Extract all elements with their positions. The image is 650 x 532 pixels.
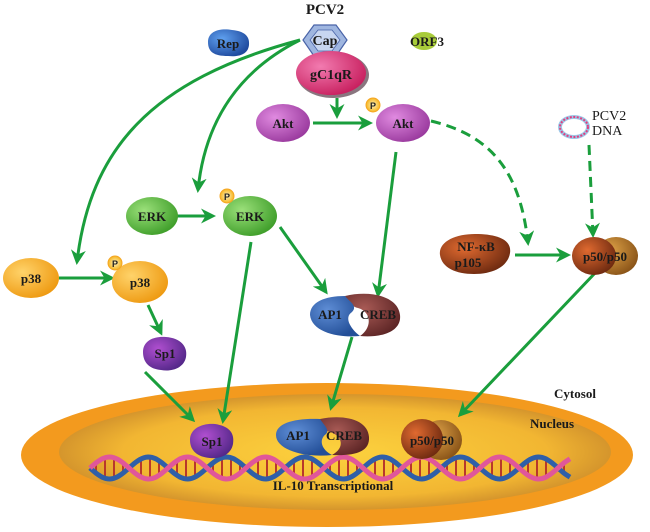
phospho-badge-icon [107, 255, 123, 271]
ap1-creb-complex: AP1 CREB [310, 293, 401, 337]
nucleus-label: Nucleus [530, 416, 574, 431]
erk-node: ERK [126, 197, 178, 235]
dna-strand-blue [88, 454, 572, 482]
phospho-badge-label: P [112, 259, 118, 269]
phospho-badge-label: P [370, 101, 376, 111]
p38-label: p38 [21, 271, 42, 286]
rep-label: Rep [217, 36, 239, 51]
pcv2-dna-label-line2: DNA [592, 124, 623, 139]
arrow-pakt-to-nfkb [430, 119, 535, 246]
phospho-erk-label: ERK [236, 209, 265, 224]
cap-capsid: Cap [302, 24, 348, 57]
phospho-badge-label: P [224, 192, 230, 202]
orf3-label: ORF3 [410, 34, 444, 49]
erk-label: ERK [138, 209, 167, 224]
phospho-erk-node: ERK P [219, 188, 277, 236]
il10-transcription-label: IL-10 Transcriptional [273, 478, 394, 493]
nuclear-p50-p50: p50/p50 [401, 419, 462, 460]
pcv2-title: PCV2 [306, 2, 344, 18]
pcv2-dna: PCV2 DNA [558, 109, 626, 139]
nuclear-creb-label: CREB [326, 428, 362, 443]
dna-helix [88, 454, 572, 482]
rep-protein: Rep [208, 29, 250, 57]
nuclear-sp1: Sp1 [190, 423, 234, 459]
gc1qr-label: gC1qR [310, 68, 353, 83]
akt-label: Akt [273, 116, 295, 131]
arrows [59, 38, 600, 424]
akt-node: Akt [256, 104, 310, 142]
arrow-p50-to-nuclear [457, 270, 598, 418]
nuclear-p50-p50-label: p50/p50 [410, 433, 454, 448]
p38-node: p38 [3, 258, 59, 298]
arrow-perk-to-ap1 [278, 226, 328, 295]
phospho-p38-label: p38 [130, 275, 151, 290]
arrow-cap-to-erk [191, 38, 301, 193]
orf3-protein: ORF3 [410, 32, 444, 50]
phospho-akt-node: Akt P [365, 97, 430, 142]
phospho-p38-node: p38 P [107, 255, 168, 303]
nfkb-label-line1: NF-κB [457, 239, 495, 254]
gc1qr-receptor: gC1qR [296, 51, 369, 98]
arrow-pakt-to-creb [372, 151, 398, 298]
phospho-badge-icon [219, 188, 235, 204]
arrow-pcv2dna-to-p50 [584, 144, 600, 238]
arrow-perk-to-nuclear-sp1 [217, 241, 253, 424]
arrow-cap-to-p38 [70, 38, 301, 265]
arrow-pp38-to-sp1 [146, 304, 163, 336]
nucleus-interior [59, 394, 611, 510]
p50-p50-dimer: p50/p50 [572, 237, 638, 275]
arrow-sp1-to-nuclear-sp1 [143, 370, 196, 423]
sp1-label: Sp1 [155, 346, 176, 361]
nuclear-sp1-label: Sp1 [202, 434, 223, 449]
ap1-label: AP1 [318, 307, 342, 322]
phospho-akt-label: Akt [393, 116, 415, 131]
phospho-badge-icon [365, 97, 381, 113]
dna-strand-pink [88, 454, 572, 482]
creb-label: CREB [360, 307, 396, 322]
pcv2-dna-label-line1: PCV2 [592, 109, 626, 124]
nfkb-label-line2: p105 [455, 255, 482, 270]
nfkb-p105-node: NF-κB p105 [439, 234, 511, 274]
cap-label: Cap [313, 34, 338, 49]
p50-p50-label: p50/p50 [583, 249, 627, 264]
sp1-node: Sp1 [143, 336, 187, 371]
cytosol-label: Cytosol [554, 386, 596, 401]
arrow-ap1creb-to-nuclear [327, 336, 354, 411]
nuclear-ap1-creb: AP1 CREB [276, 417, 370, 456]
nuclear-ap1-label: AP1 [286, 428, 310, 443]
